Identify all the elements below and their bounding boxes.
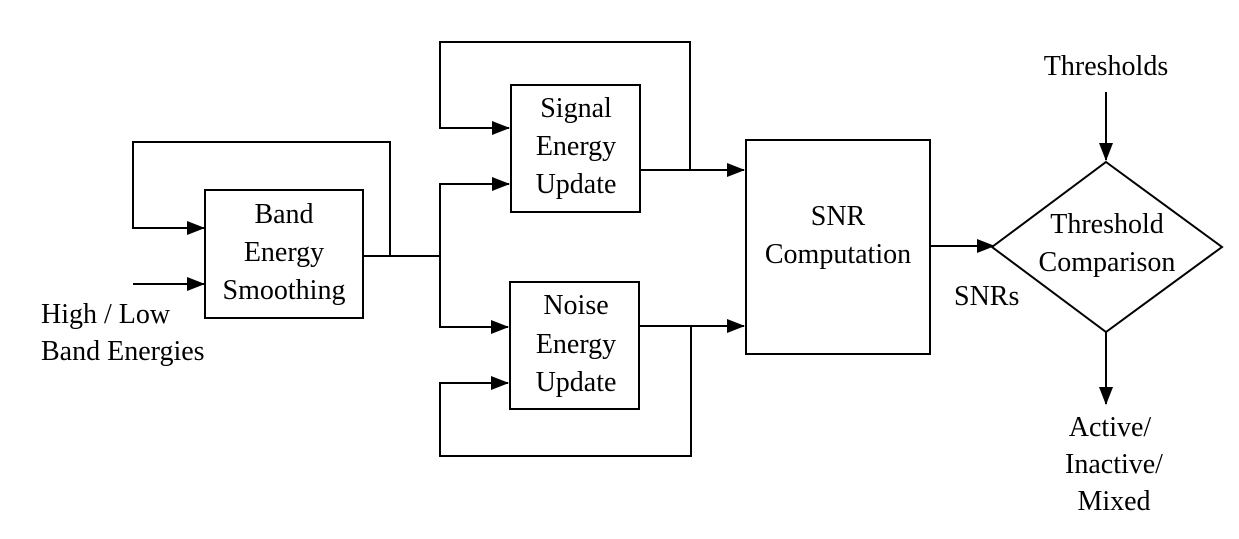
- input-label-line2: Band Energies: [41, 336, 205, 367]
- signal-feedback-loop: [439, 41, 691, 170]
- signal-update-label-3: Update: [536, 169, 617, 200]
- input-label-line1: High / Low: [41, 299, 171, 330]
- snr-computation-block: [745, 139, 931, 355]
- signal-energy-update-block: [510, 84, 641, 213]
- threshold-comparison-label-1: Threshold: [1050, 209, 1164, 240]
- noise-update-label-2: Energy: [536, 329, 616, 360]
- band-smoothing-label-1: Band: [254, 199, 313, 230]
- thresholds-label: Thresholds: [1044, 51, 1168, 82]
- band-smoothing-label-2: Energy: [244, 237, 324, 268]
- split-to-noise: [439, 256, 509, 334]
- threshold-comparison-label-2: Comparison: [1039, 247, 1176, 278]
- output-label-3: Mixed: [1077, 486, 1150, 517]
- band-energy-smoothing-block: [204, 189, 364, 319]
- smoothing-feedback-loop: [132, 141, 391, 256]
- snr-computation-label-1: SNR: [811, 201, 866, 232]
- snrs-label: SNRs: [954, 281, 1019, 312]
- signal-update-label-1: Signal: [540, 93, 612, 124]
- output-label-2: Inactive/: [1065, 449, 1163, 480]
- signal-update-label-2: Energy: [536, 131, 616, 162]
- noise-feedback-loop: [439, 326, 692, 457]
- noise-energy-update-block: [509, 281, 640, 410]
- output-label-1: Active/: [1069, 412, 1152, 443]
- band-smoothing-label-3: Smoothing: [223, 275, 346, 306]
- snr-computation-label-2: Computation: [765, 239, 911, 270]
- noise-update-label-1: Noise: [543, 290, 608, 321]
- noise-update-label-3: Update: [536, 367, 617, 398]
- split-to-signal: [439, 177, 510, 256]
